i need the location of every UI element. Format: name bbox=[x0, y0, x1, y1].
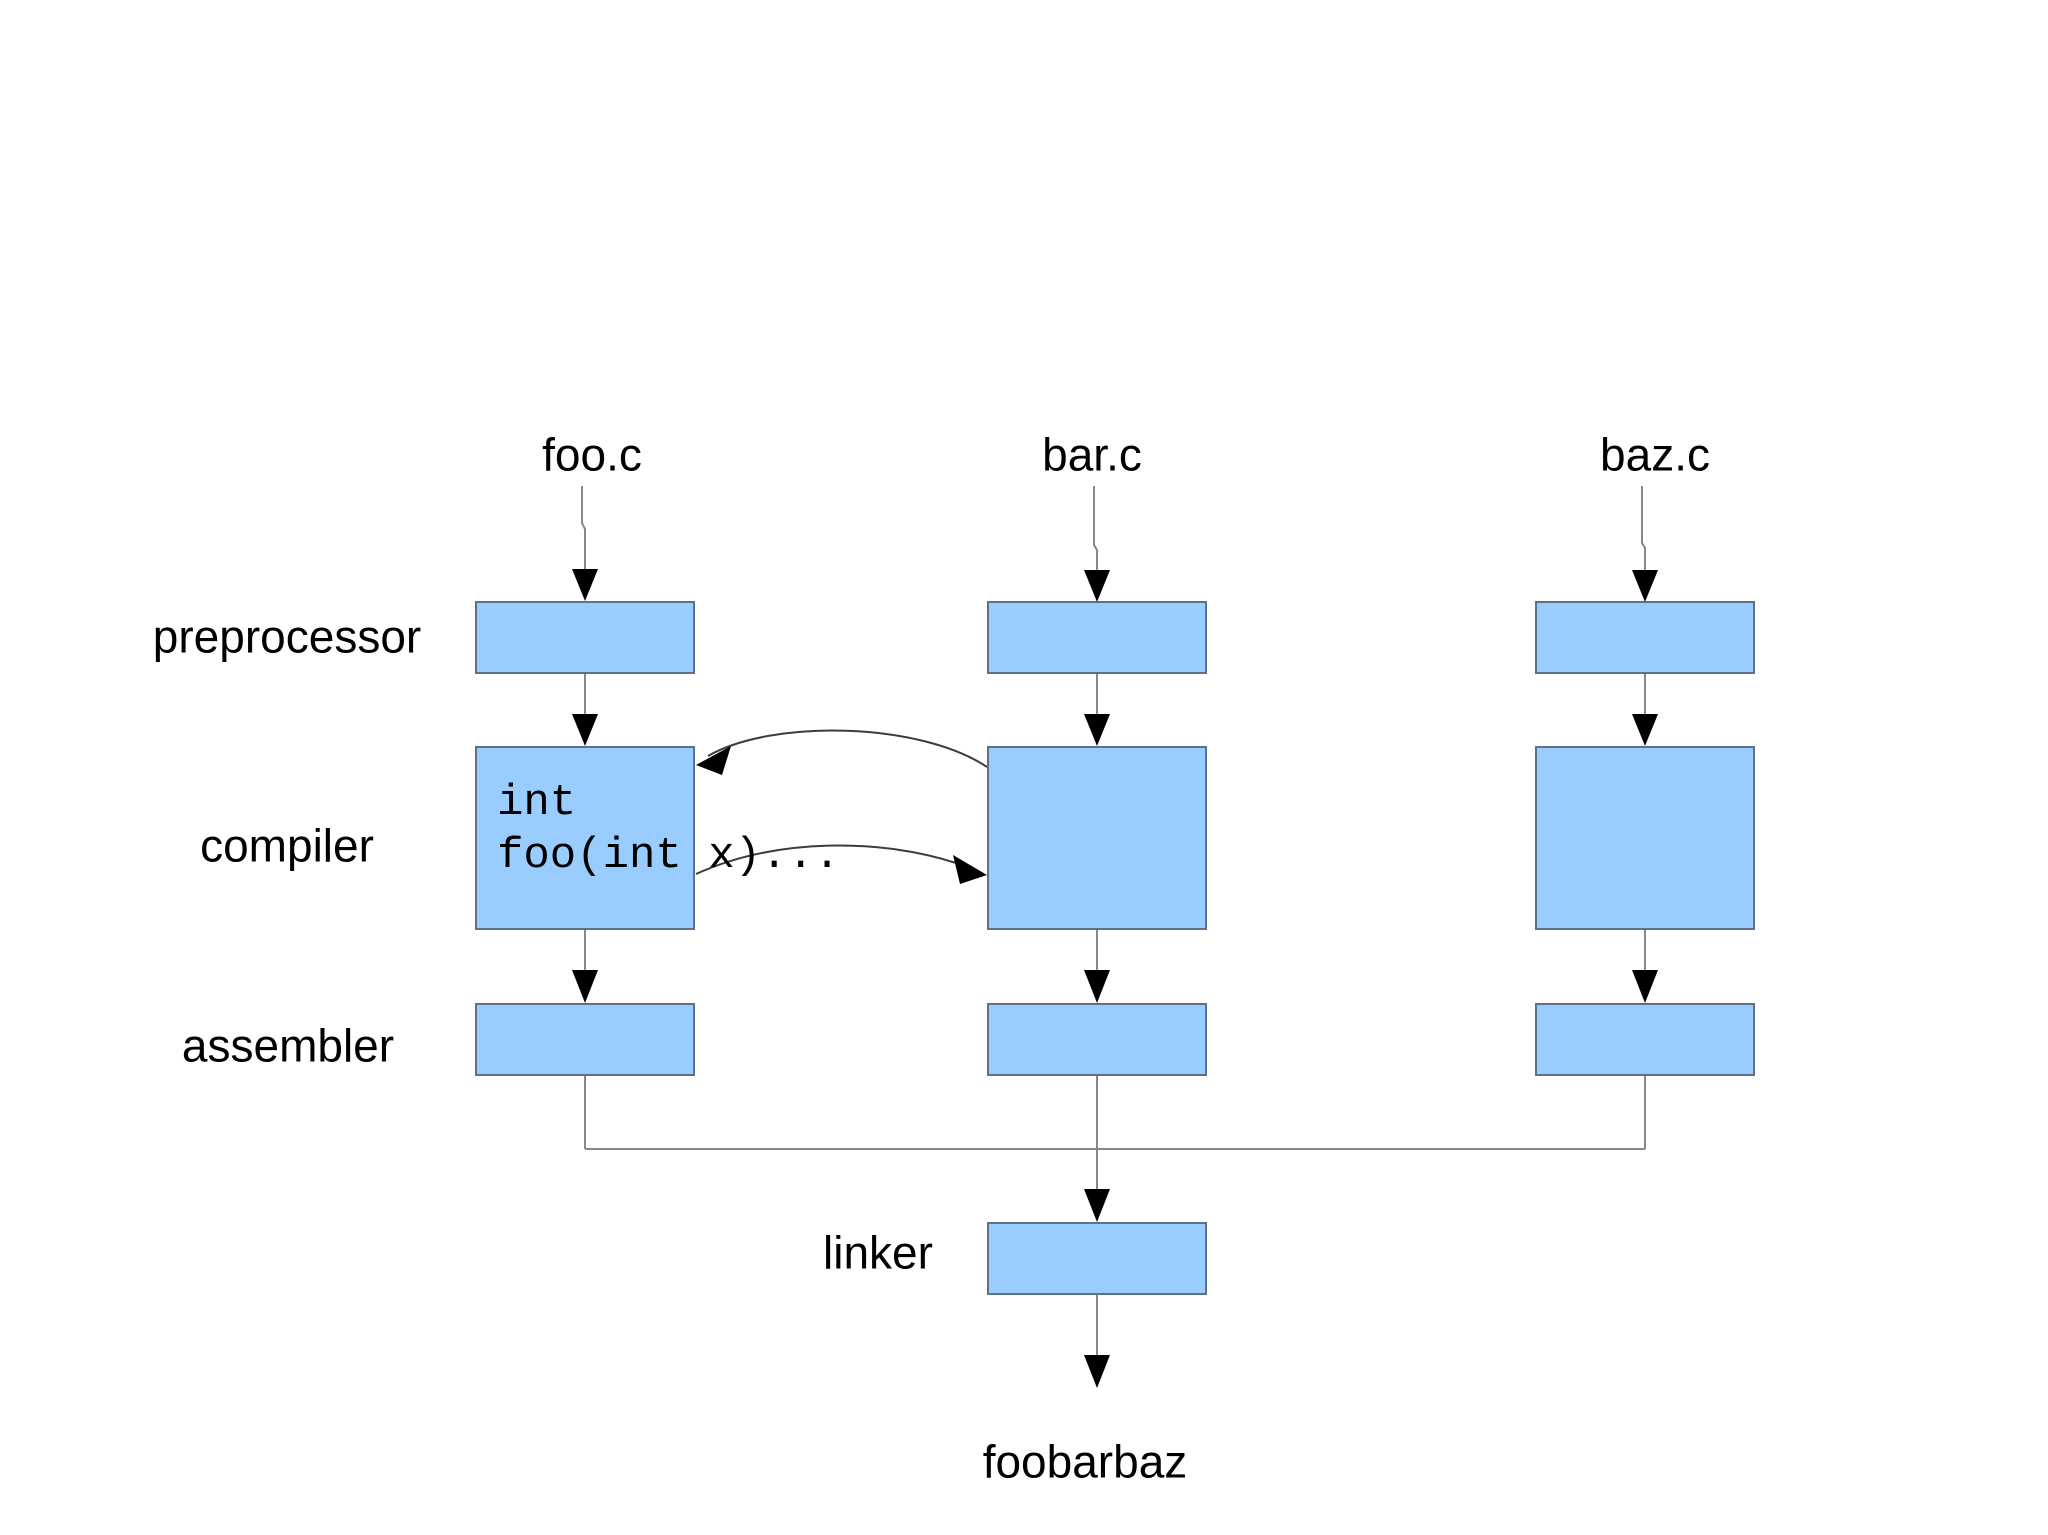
assembler-box-foo bbox=[475, 1003, 695, 1076]
source-label-foo-c: foo.c bbox=[542, 428, 642, 481]
source-label-bar-c: bar.c bbox=[1042, 428, 1142, 481]
curved-arrow-foo-compiler-to-bar-compiler bbox=[695, 844, 987, 884]
compiler-box-foo bbox=[475, 746, 695, 930]
connector-baz-compiler-to-assembler bbox=[1632, 930, 1658, 1003]
stage-label-compiler: compiler bbox=[200, 819, 374, 872]
connector-baz-source-to-preprocessor bbox=[1632, 486, 1658, 602]
connector-foo-source-to-preprocessor bbox=[572, 486, 598, 601]
connector-foo-preprocessor-to-compiler bbox=[572, 674, 598, 746]
connector-bar-preprocessor-to-compiler bbox=[1084, 674, 1110, 746]
code-line-1: int bbox=[497, 778, 577, 828]
stage-label-linker: linker bbox=[823, 1226, 933, 1279]
assembler-box-baz bbox=[1535, 1003, 1755, 1076]
connector-bar-compiler-to-assembler bbox=[1084, 930, 1110, 1003]
preprocessor-box-bar bbox=[987, 601, 1207, 674]
connector-linker-to-output bbox=[1084, 1295, 1110, 1388]
connector-assemblers-merge-to-linker bbox=[584, 1076, 1646, 1222]
source-label-baz-c: baz.c bbox=[1600, 428, 1710, 481]
assembler-box-bar bbox=[987, 1003, 1207, 1076]
connector-baz-preprocessor-to-compiler bbox=[1632, 674, 1658, 746]
preprocessor-box-foo bbox=[475, 601, 695, 674]
stage-label-assembler: assembler bbox=[181, 1019, 395, 1072]
compiler-box-baz bbox=[1535, 746, 1755, 930]
linker-box bbox=[987, 1222, 1207, 1295]
stage-label-preprocessor: preprocessor bbox=[152, 610, 422, 663]
preprocessor-box-baz bbox=[1535, 601, 1755, 674]
connector-foo-compiler-to-assembler bbox=[572, 930, 598, 1003]
output-label-foobarbaz: foobarbaz bbox=[982, 1435, 1188, 1488]
connector-bar-source-to-preprocessor bbox=[1084, 486, 1110, 602]
compiler-box-bar bbox=[987, 746, 1207, 930]
curved-arrow-bar-compiler-to-foo-compiler bbox=[696, 729, 988, 775]
compiler-code-annotation: int foo(int x)... bbox=[497, 777, 840, 883]
code-line-2: foo(int x)... bbox=[497, 831, 841, 881]
